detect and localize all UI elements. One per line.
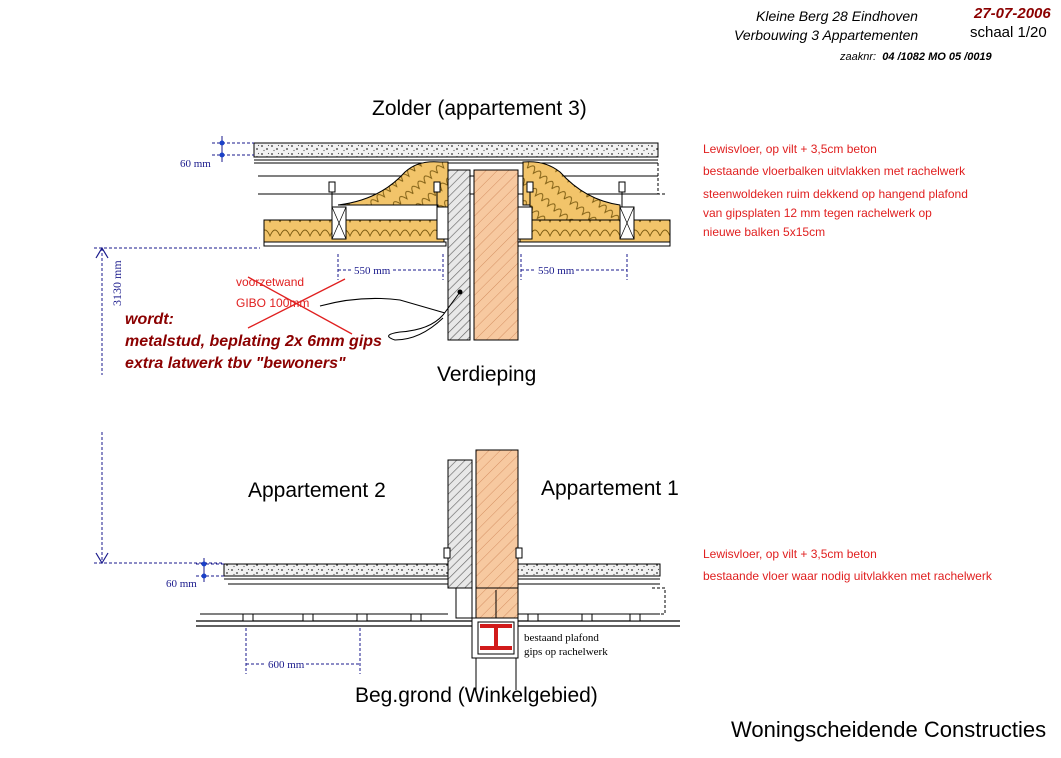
- dim-span-left: 550 mm: [352, 265, 393, 277]
- drawing-scale: schaal 1/20: [970, 24, 1047, 41]
- red-strike-cross: [247, 276, 353, 335]
- plafond-line-2: gips op rachelwerk: [524, 646, 608, 658]
- upper-floor: [212, 136, 671, 341]
- case-ref-label: zaaknr:: [840, 51, 877, 63]
- dim-span-right: 550 mm: [536, 265, 577, 277]
- address: Kleine Berg 28 Eindhoven: [756, 8, 918, 24]
- plafond-line-1: bestaand plafond: [524, 632, 599, 644]
- lower-floor: [196, 449, 680, 690]
- voorzetwand-spec: GIBO 100mm: [236, 296, 310, 310]
- heading-appartement-2: Appartement 2: [248, 479, 386, 502]
- blue-dimension-dot: [219, 140, 225, 146]
- drawing-date: 27-07-2006: [974, 5, 1051, 22]
- dim-height: 3130 mm: [110, 260, 124, 306]
- note-top-4: van gipsplaten 12 mm tegen rachelwerk op: [703, 206, 932, 220]
- heading-zolder: Zolder (appartement 3): [372, 97, 587, 120]
- note-top-1: Lewisvloer, op vilt + 3,5cm beton: [703, 142, 877, 156]
- heading-begane-grond: Beg.grond (Winkelgebied): [355, 684, 598, 707]
- wordt-label: wordt:: [125, 311, 174, 328]
- note-bottom-1: Lewisvloer, op vilt + 3,5cm beton: [703, 547, 877, 561]
- case-ref-value: 04 /1082 MO 05 /0019: [882, 51, 992, 63]
- voorzetwand-label: voorzetwand: [236, 275, 305, 289]
- note-top-3: steenwoldeken ruim dekkend op hangend pl…: [703, 187, 968, 201]
- dim-floor-bottom: 60 mm: [166, 578, 197, 590]
- heading-verdieping: Verdieping: [437, 363, 537, 386]
- note-top-2: bestaande vloerbalken uitvlakken met rac…: [703, 164, 966, 178]
- wordt-line-1: metalstud, beplating 2x 6mm gips: [125, 333, 382, 350]
- dim-floor-top: 60 mm: [180, 158, 211, 170]
- heading-appartement-1: Appartement 1: [541, 477, 679, 500]
- case-reference: zaaknr: 04 /1082 MO 05 /0019: [840, 51, 992, 63]
- note-bottom-2: bestaande vloer waar nodig uitvlakken me…: [703, 569, 992, 583]
- height-dimension: [94, 246, 260, 565]
- project-name: Verbouwing 3 Appartementen: [734, 27, 919, 43]
- dim-grid: 600 mm: [266, 659, 307, 671]
- wordt-line-2: extra latwerk tbv "bewoners": [125, 355, 346, 372]
- footer-title: Woningscheidende Constructies: [731, 717, 1047, 742]
- note-top-5: nieuwe balken 5x15cm: [703, 225, 826, 239]
